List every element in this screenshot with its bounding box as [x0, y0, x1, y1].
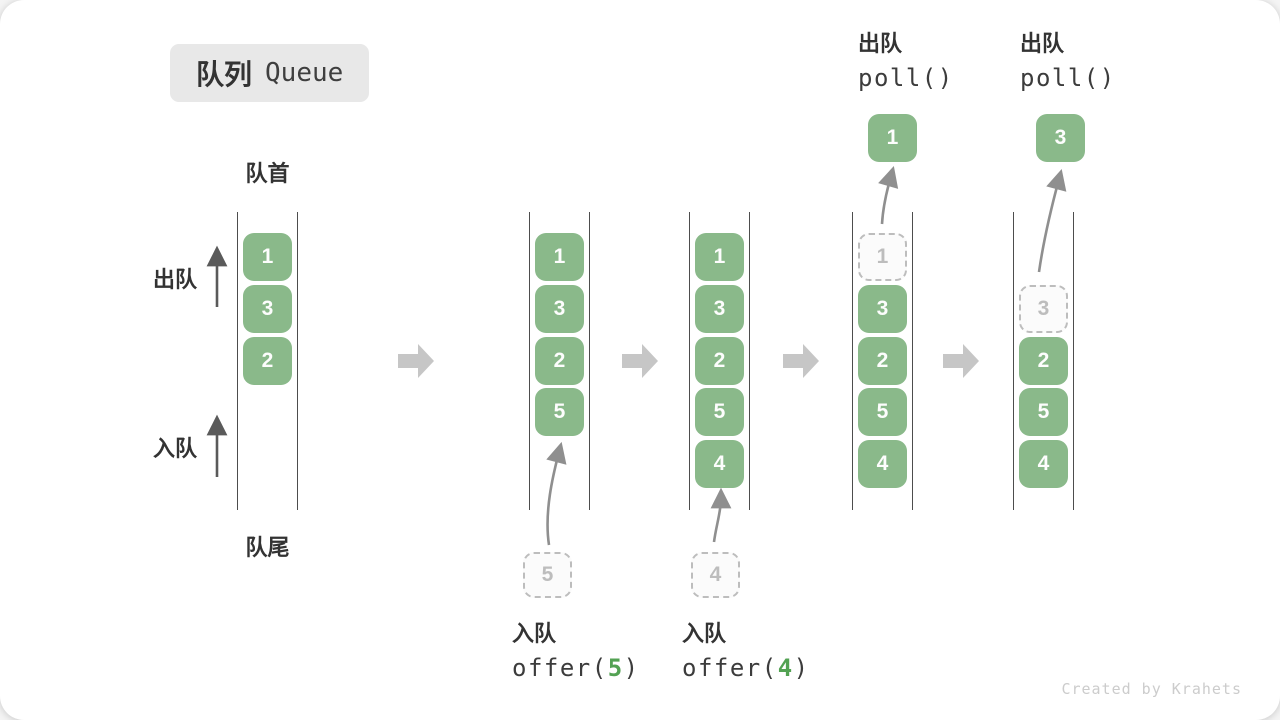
queue-box-2: 2	[243, 337, 292, 385]
dequeue-side-label: 出队	[153, 267, 198, 292]
op-call-prefix: offer(	[682, 654, 778, 682]
incoming-element-5: 5	[523, 552, 572, 598]
queue-front-label: 队首	[245, 161, 290, 186]
op-label-offer-4: 入队 offer(4)	[682, 617, 810, 685]
queue-channel-initial	[237, 212, 298, 510]
queue-box-2: 2	[695, 337, 744, 385]
queue-box-5: 5	[535, 388, 584, 436]
title-badge: 队列 Queue	[170, 44, 370, 102]
queue-box-2: 2	[535, 337, 584, 385]
op-action: 出队	[858, 31, 903, 56]
queue-box-2: 2	[858, 337, 907, 385]
op-label-poll-1: 出队 poll()	[858, 27, 954, 95]
queue-box-5: 5	[695, 388, 744, 436]
queue-box-3: 3	[695, 285, 744, 333]
watermark: Created by Krahets	[1061, 680, 1242, 698]
queue-ghost-box-1: 1	[858, 233, 907, 281]
queue-box-3: 3	[858, 285, 907, 333]
op-call-prefix: offer(	[512, 654, 608, 682]
queue-box-3: 3	[535, 285, 584, 333]
op-call-arg: 5	[607, 654, 624, 682]
op-call: poll()	[1020, 64, 1116, 92]
queue-channel-after-poll-3	[1013, 212, 1074, 510]
step-arrow-right-icon-2	[622, 344, 658, 378]
op-call: offer(4)	[682, 651, 810, 685]
queue-box-1: 1	[535, 233, 584, 281]
title-en: Queue	[265, 58, 344, 88]
step-arrow-right-icon-3	[783, 344, 819, 378]
queue-box-5: 5	[1019, 388, 1068, 436]
incoming-element-4: 4	[691, 552, 740, 598]
op-label-poll-2: 出队 poll()	[1020, 27, 1116, 95]
queue-channel-after-offer-5	[529, 212, 590, 510]
op-call: offer(5)	[512, 651, 640, 685]
queue-box-1: 1	[243, 233, 292, 281]
op-action: 出队	[1020, 31, 1065, 56]
step-arrow-right-icon-1	[398, 344, 434, 378]
queue-box-4: 4	[858, 440, 907, 488]
enqueue-side-label: 入队	[153, 436, 198, 461]
queue-channel-after-poll-1	[852, 212, 913, 510]
op-label-offer-5: 入队 offer(5)	[512, 617, 640, 685]
popped-element-1: 1	[868, 114, 917, 162]
queue-channel-after-offer-4	[689, 212, 750, 510]
op-call-suffix: )	[793, 654, 810, 682]
queue-box-4: 4	[1019, 440, 1068, 488]
popped-element-3: 3	[1036, 114, 1085, 162]
queue-ghost-box-3: 3	[1019, 285, 1068, 333]
queue-box-4: 4	[695, 440, 744, 488]
queue-box-2: 2	[1019, 337, 1068, 385]
title-zh: 队列	[196, 59, 253, 90]
queue-box-5: 5	[858, 388, 907, 436]
op-call-arg: 4	[777, 654, 794, 682]
op-action: 入队	[512, 621, 557, 646]
queue-box-3: 3	[243, 285, 292, 333]
queue-box-1: 1	[695, 233, 744, 281]
step-arrow-right-icon-4	[943, 344, 979, 378]
op-action: 入队	[682, 621, 727, 646]
op-call-suffix: )	[623, 654, 640, 682]
op-call: poll()	[858, 64, 954, 92]
queue-rear-label: 队尾	[245, 535, 290, 560]
